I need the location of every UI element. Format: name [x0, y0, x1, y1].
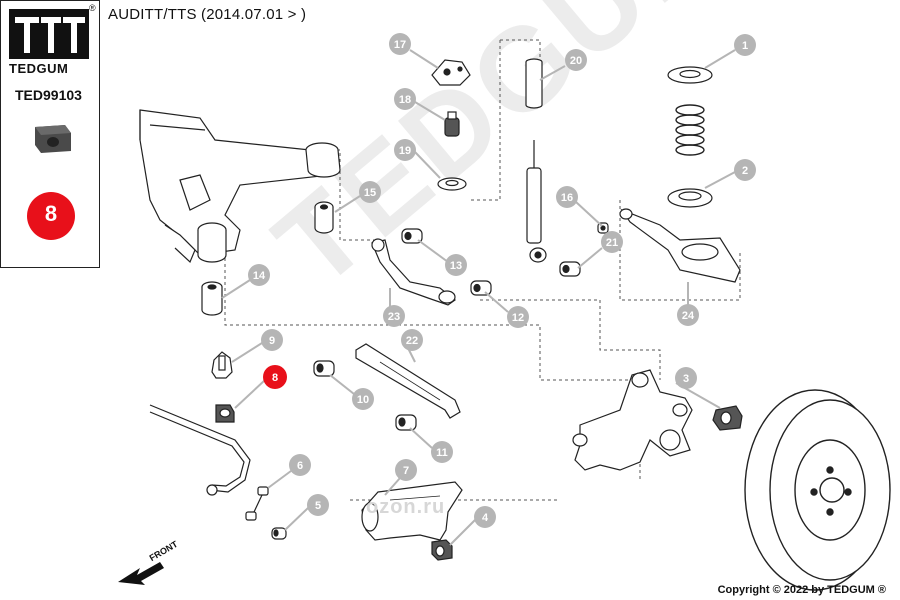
stabilizer-link-6	[245, 486, 269, 521]
part-number: TED99103	[15, 87, 82, 103]
callout-10-label: 10	[357, 394, 369, 406]
callout-1	[734, 34, 756, 56]
bushing-4	[431, 539, 453, 561]
bushing-product-icon	[35, 125, 71, 153]
callout-20-label: 20	[570, 55, 582, 67]
part-info-panel: ® TEDGUM TED99103 8	[0, 0, 100, 268]
bushing-11	[395, 414, 417, 431]
callout-18-label: 18	[399, 94, 411, 106]
spring-seat-1	[667, 66, 713, 84]
callout-9-label: 9	[269, 335, 275, 347]
callout-10	[352, 388, 374, 410]
callout-21-label: 21	[606, 237, 618, 249]
callout-5-label: 5	[315, 500, 321, 512]
callout-22	[401, 329, 423, 351]
callout-24	[677, 304, 699, 326]
callout-17	[389, 33, 411, 55]
ozon-watermark: ozon.ru	[366, 496, 446, 518]
callout-20	[565, 49, 587, 71]
bushing-10	[313, 360, 335, 377]
brake-drum	[744, 389, 891, 591]
callout-6-label: 6	[297, 460, 303, 472]
bump-stop-18	[444, 111, 460, 137]
callout-4-label: 4	[482, 512, 489, 524]
stabilizer-bushing-8	[215, 404, 235, 423]
top-mount-17	[431, 59, 471, 86]
callout-12	[507, 306, 529, 328]
callout-11-label: 11	[436, 447, 448, 459]
coil-spring	[675, 104, 705, 156]
callout-5	[307, 494, 329, 516]
shock-absorber	[526, 140, 547, 263]
callout-23	[383, 305, 405, 327]
callout-21	[601, 231, 623, 253]
bushing-13	[401, 228, 423, 244]
callout-14-label: 14	[253, 270, 266, 282]
brand-name: TEDGUM	[9, 61, 69, 76]
callout-18	[394, 88, 416, 110]
callout-16-label: 16	[561, 192, 573, 204]
callout-17-label: 17	[394, 39, 406, 51]
rear-subframe	[139, 109, 341, 264]
highlight-number: 8	[44, 201, 58, 226]
callout-3	[675, 367, 697, 389]
callout-23-label: 23	[388, 311, 400, 323]
callout-15-label: 15	[364, 187, 376, 199]
highlight-badge	[27, 192, 75, 240]
spring-seat-2	[667, 188, 713, 208]
callout-9	[261, 329, 283, 351]
callout-4	[474, 506, 496, 528]
bushing-15	[314, 201, 334, 234]
callout-19	[394, 139, 416, 161]
front-arrow-icon	[118, 562, 164, 585]
bushing-5	[271, 527, 287, 540]
callout-14	[248, 264, 270, 286]
callout-8-label: 8	[272, 372, 278, 384]
callout-7	[395, 459, 417, 481]
callout-12-label: 12	[512, 312, 524, 324]
callout-6	[289, 454, 311, 476]
copyright-text: Copyright © 2022 by TEDGUM ®	[717, 584, 886, 596]
callout-16	[556, 186, 578, 208]
bushing-21	[559, 261, 581, 277]
track-rod-22	[355, 343, 461, 419]
bushing-14	[201, 281, 223, 316]
lower-arm-7	[361, 481, 463, 541]
registered-mark: ®	[89, 3, 96, 13]
callout-3-label: 3	[683, 373, 689, 385]
callout-19-label: 19	[399, 145, 411, 157]
wheel-knuckle	[572, 369, 693, 471]
callout-24-label: 24	[682, 310, 695, 322]
callout-2	[734, 159, 756, 181]
washer-19	[437, 177, 467, 191]
callout-7-label: 7	[403, 465, 409, 477]
callout-11	[431, 441, 453, 463]
clamp-9	[211, 351, 233, 379]
callout-1-label: 1	[742, 40, 748, 52]
callout-13	[445, 254, 467, 276]
spring-arm-24	[619, 208, 741, 283]
callout-2-label: 2	[742, 165, 748, 177]
bushing-12	[470, 280, 492, 296]
bushing-3	[712, 405, 743, 431]
stabilizer-bar	[149, 404, 251, 496]
callout-15	[359, 181, 381, 203]
page-title: AUDITT/TTS (2014.07.01 > )	[108, 6, 307, 23]
dust-cover-20	[525, 58, 543, 109]
callout-13-label: 13	[450, 260, 462, 272]
upper-arm-23	[371, 238, 456, 306]
callout-8-highlight	[263, 365, 287, 389]
callout-22-label: 22	[406, 335, 418, 347]
tedgum-logo-icon	[9, 9, 89, 59]
